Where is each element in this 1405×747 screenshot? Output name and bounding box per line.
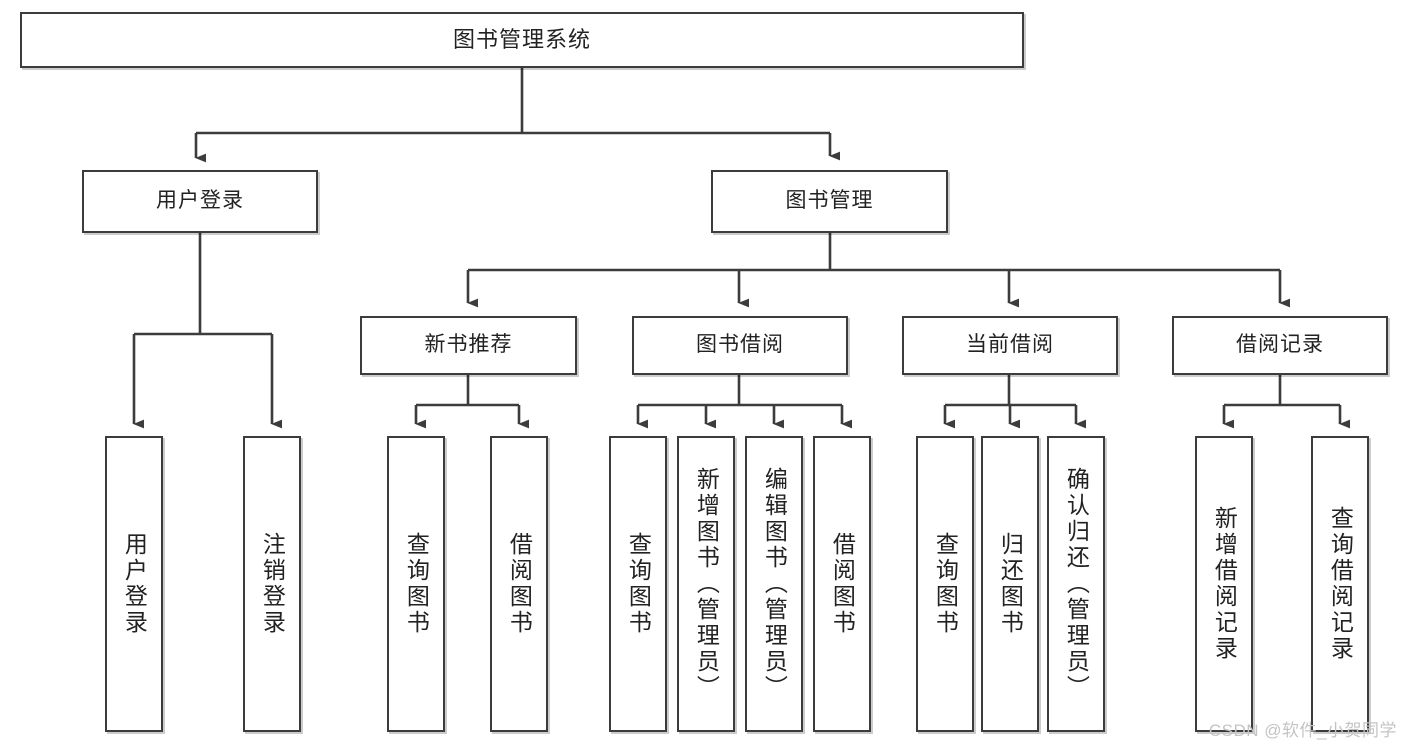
node-leaf-record-add-label: 新增借阅记录 [1211,506,1238,662]
node-leaf-borrow-add-label: 新增图书（管理员） [693,467,720,701]
node-leaf-current-return-label: 归还图书 [997,532,1024,636]
node-new-book-recommend[interactable]: 新书推荐 [360,316,577,375]
node-user-login[interactable]: 用户登录 [82,170,318,233]
node-leaf-user-logout-label: 注销登录 [259,532,286,636]
node-leaf-current-confirm-return-label: 确认归还（管理员） [1063,467,1090,701]
node-leaf-borrow-add[interactable]: 新增图书（管理员） [677,436,735,732]
node-book-borrow-label: 图书借阅 [696,333,784,357]
node-leaf-current-confirm-return[interactable]: 确认归还（管理员） [1047,436,1105,732]
node-book-borrow[interactable]: 图书借阅 [632,316,848,375]
node-leaf-user-logout[interactable]: 注销登录 [243,436,301,732]
node-leaf-record-query-label: 查询借阅记录 [1327,506,1354,662]
node-leaf-current-return[interactable]: 归还图书 [981,436,1039,732]
node-book-management[interactable]: 图书管理 [711,170,948,233]
node-leaf-borrow-query-label: 查询图书 [625,532,652,636]
node-current-borrow-label: 当前借阅 [966,333,1054,357]
node-root-system-label: 图书管理系统 [452,27,591,53]
node-leaf-user-login-label: 用户登录 [121,532,148,636]
node-user-login-label: 用户登录 [156,189,244,213]
watermark-text: CSDN @软件_小贺同学 [1208,721,1397,740]
node-leaf-current-query-label: 查询图书 [932,532,959,636]
node-leaf-borrow-query[interactable]: 查询图书 [609,436,667,732]
node-leaf-record-query[interactable]: 查询借阅记录 [1311,436,1369,732]
node-leaf-borrow-edit[interactable]: 编辑图书（管理员） [745,436,803,732]
node-leaf-borrow-book-label: 借阅图书 [829,532,856,636]
node-leaf-newbook-borrow-label: 借阅图书 [506,532,533,636]
node-leaf-borrow-book[interactable]: 借阅图书 [813,436,871,732]
node-borrow-records-label: 借阅记录 [1236,333,1324,357]
node-new-book-recommend-label: 新书推荐 [424,333,513,357]
node-leaf-record-add[interactable]: 新增借阅记录 [1195,436,1253,732]
node-borrow-records[interactable]: 借阅记录 [1172,316,1388,375]
node-leaf-current-query[interactable]: 查询图书 [916,436,974,732]
node-current-borrow[interactable]: 当前借阅 [902,316,1118,375]
node-leaf-borrow-edit-label: 编辑图书（管理员） [761,467,788,701]
node-book-management-label: 图书管理 [785,189,874,213]
node-leaf-newbook-query-label: 查询图书 [403,532,430,636]
node-leaf-newbook-query[interactable]: 查询图书 [387,436,445,732]
node-root-system[interactable]: 图书管理系统 [20,12,1024,68]
node-leaf-newbook-borrow[interactable]: 借阅图书 [490,436,548,732]
node-leaf-user-login[interactable]: 用户登录 [105,436,163,732]
